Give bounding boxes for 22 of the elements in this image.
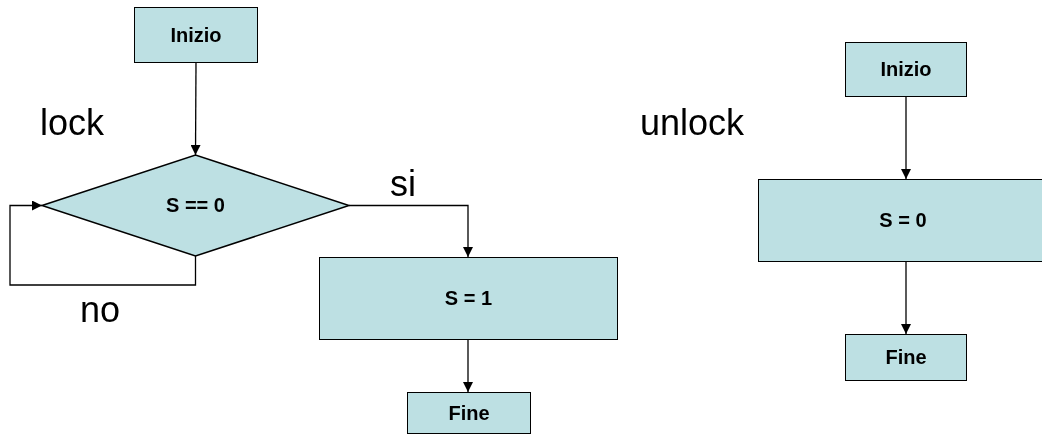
terminal-box <box>845 42 967 97</box>
node-label: S = 0 <box>879 209 927 232</box>
terminal-box <box>845 334 967 381</box>
process-box <box>758 179 1042 262</box>
node-label: Fine <box>448 401 490 425</box>
arrow <box>901 96 911 180</box>
node-label: Fine <box>885 346 927 369</box>
node-label: Inizio <box>880 58 932 81</box>
process-box <box>319 257 618 340</box>
arrow <box>901 261 911 335</box>
terminal-box <box>134 7 258 63</box>
terminal-box <box>407 392 531 434</box>
diagram-label: unlock <box>640 105 745 141</box>
node-label: Inizio <box>170 23 222 47</box>
diagram-label: lock <box>40 105 105 141</box>
arrow <box>348 204 473 258</box>
arrow <box>463 339 473 393</box>
arrow <box>9 200 197 286</box>
arrow <box>190 62 201 156</box>
decision-diamond <box>42 155 349 256</box>
node-label: S = 1 <box>444 287 493 310</box>
node-label: S == 0 <box>166 194 225 217</box>
